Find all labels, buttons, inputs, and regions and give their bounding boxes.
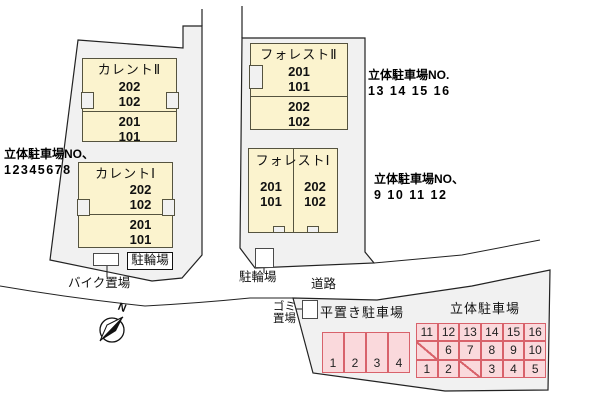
room-number: 201 bbox=[288, 64, 310, 79]
room-number: 101 bbox=[288, 79, 310, 94]
building-notch bbox=[249, 65, 263, 89]
road-edge-lower bbox=[0, 285, 293, 307]
room-number: 102 bbox=[304, 194, 326, 209]
annotation-right-top-title: 立体駐車場NO. bbox=[368, 68, 450, 82]
building-current2-lower: 201 101 bbox=[83, 111, 176, 144]
annotation-right-top-numbers: 13 14 15 16 bbox=[368, 84, 451, 98]
building-current1-upper: 202 102 bbox=[79, 182, 172, 212]
room-number: 202 bbox=[288, 99, 310, 114]
room-number: 102 bbox=[288, 114, 310, 129]
building-forest2-upper: 201 101 bbox=[251, 64, 347, 94]
compass-icon bbox=[99, 316, 125, 343]
building-notch bbox=[273, 226, 285, 233]
deck-parking-grid: 11 12 13 14 15 16 6 7 8 9 10 1 2 3 4 5 bbox=[416, 323, 546, 378]
room-number: 201 bbox=[118, 114, 141, 129]
deck-stall-blocked bbox=[416, 341, 438, 360]
room-number: 101 bbox=[118, 129, 141, 144]
building-forest2-title: フォレストⅡ bbox=[260, 47, 338, 62]
unit-divider bbox=[293, 149, 294, 232]
deck-stall: 4 bbox=[502, 359, 525, 378]
room-number: 101 bbox=[129, 232, 152, 247]
bicycle-area-rect bbox=[255, 248, 274, 268]
deck-stall: 3 bbox=[480, 359, 503, 378]
garbage-area-rect bbox=[302, 300, 318, 319]
garbage-label-line1: ゴミ bbox=[273, 301, 296, 313]
annotation-right-mid: 立体駐車場NO、 9 10 11 12 bbox=[374, 171, 464, 203]
building-forest1-right-unit: 202 102 bbox=[293, 179, 337, 209]
deck-stall: 5 bbox=[524, 359, 546, 378]
room-number: 102 bbox=[129, 197, 152, 212]
building-forest1-left-unit: 201 101 bbox=[249, 179, 293, 209]
building-current2: カレントⅡ 202 102 201 101 bbox=[81, 58, 179, 144]
deck-stall: 12 bbox=[437, 323, 460, 342]
annotation-left-numbers: 12345678 bbox=[4, 163, 72, 177]
room-number: 202 bbox=[118, 79, 141, 94]
building-notch bbox=[307, 226, 319, 233]
deck-stall: 15 bbox=[502, 323, 525, 342]
deck-stall: 8 bbox=[480, 341, 503, 360]
deck-stall: 7 bbox=[459, 341, 481, 360]
flat-stall: 2 bbox=[344, 332, 366, 373]
room-number: 101 bbox=[260, 194, 282, 209]
building-current1-title: カレントⅠ bbox=[95, 166, 156, 181]
deck-parking-label: 立体駐車場 bbox=[450, 301, 521, 316]
deck-stall: 1 bbox=[416, 359, 438, 378]
building-notch bbox=[81, 92, 94, 109]
flat-parking-label: 平置き駐車場 bbox=[320, 305, 405, 320]
building-notch bbox=[77, 199, 90, 216]
building-current1-lower: 201 101 bbox=[79, 214, 172, 247]
bike-area-label: バイク置場 bbox=[68, 276, 131, 290]
building-notch bbox=[162, 199, 175, 216]
bike-area-rect bbox=[93, 253, 119, 266]
building-current2-title: カレントⅡ bbox=[97, 62, 162, 77]
flat-stall: 1 bbox=[322, 332, 344, 373]
flat-stall: 4 bbox=[388, 332, 410, 373]
building-current1: カレントⅠ 202 102 201 101 bbox=[77, 162, 175, 248]
road-label: 道路 bbox=[311, 277, 337, 291]
bicycle-parking-left-label: 駐輪場 bbox=[127, 252, 173, 270]
road-edge-upper-right bbox=[373, 239, 541, 264]
room-number: 201 bbox=[129, 217, 152, 232]
flat-parking-grid: 1 2 3 4 bbox=[322, 332, 410, 373]
room-number: 102 bbox=[118, 94, 141, 109]
building-forest1: フォレストⅠ 201 101 202 102 bbox=[248, 148, 338, 233]
annotation-right-top: 立体駐車場NO. 13 14 15 16 bbox=[368, 67, 451, 99]
flat-stall: 3 bbox=[366, 332, 388, 373]
room-number: 202 bbox=[129, 182, 152, 197]
bicycle-parking-right-label: 駐輪場 bbox=[239, 270, 277, 284]
annotation-left: 立体駐車場NO、 12345678 bbox=[4, 146, 94, 178]
building-current2-upper: 202 102 bbox=[83, 79, 176, 109]
annotation-left-title: 立体駐車場NO、 bbox=[4, 147, 95, 161]
deck-stall: 9 bbox=[502, 341, 525, 360]
garbage-label-line2: 置場 bbox=[273, 313, 296, 325]
annotation-right-mid-numbers: 9 10 11 12 bbox=[374, 188, 448, 202]
room-number: 202 bbox=[304, 179, 326, 194]
deck-stall: 10 bbox=[524, 341, 546, 360]
deck-stall: 13 bbox=[459, 323, 481, 342]
deck-stall: 14 bbox=[480, 323, 503, 342]
building-notch bbox=[166, 92, 179, 109]
building-forest2: フォレストⅡ 201 101 202 102 bbox=[249, 43, 348, 130]
deck-stall-blocked bbox=[459, 359, 481, 378]
building-forest2-lower: 202 102 bbox=[251, 96, 347, 129]
deck-stall: 2 bbox=[437, 359, 460, 378]
building-forest1-title: フォレストⅠ bbox=[255, 153, 331, 168]
annotation-right-mid-title: 立体駐車場NO、 bbox=[374, 172, 465, 186]
room-number: 201 bbox=[260, 179, 282, 194]
deck-stall: 6 bbox=[437, 341, 460, 360]
deck-stall: 16 bbox=[524, 323, 546, 342]
deck-stall: 11 bbox=[416, 323, 438, 342]
